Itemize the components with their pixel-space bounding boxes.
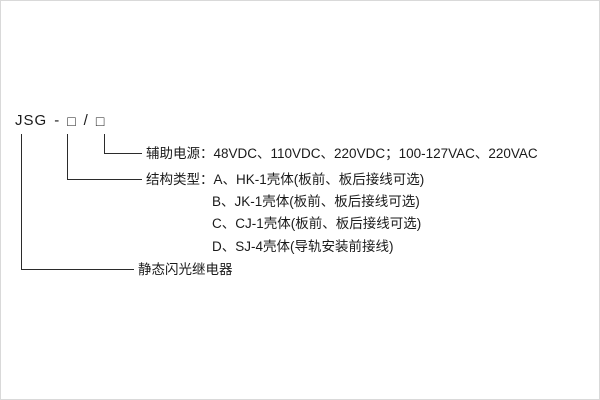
structure-option-c: C、CJ-1壳体(板前、板后接线可选) bbox=[212, 216, 422, 231]
model-dash: - bbox=[54, 112, 61, 129]
connector-product-name-hline bbox=[21, 269, 134, 270]
aux-power-label: 辅助电源：48VDC、110VDC、220VDC；100-127VAC、220V… bbox=[146, 146, 538, 161]
model-code: JSG - □ / □ bbox=[15, 112, 105, 129]
structure-type-label: 结构类型：A、HK-1壳体(板前、板后接线可选) bbox=[146, 172, 425, 187]
connector-product-name-vline bbox=[21, 134, 22, 270]
connector-structure-type-vline bbox=[67, 134, 68, 180]
model-slash: / bbox=[83, 112, 89, 129]
model-box-aux-power: □ bbox=[95, 112, 106, 129]
structure-option-b: B、JK-1壳体(板前、板后接线可选) bbox=[212, 194, 420, 209]
model-box-structure-type: □ bbox=[67, 112, 77, 129]
product-name-label: 静态闪光继电器 bbox=[138, 262, 233, 277]
model-prefix: JSG bbox=[15, 112, 48, 129]
connector-aux-power-hline bbox=[104, 153, 142, 154]
structure-option-d: D、SJ-4壳体(导轨安装前接线) bbox=[212, 239, 394, 254]
connector-aux-power-vline bbox=[104, 134, 105, 154]
connector-structure-type-hline bbox=[67, 179, 142, 180]
